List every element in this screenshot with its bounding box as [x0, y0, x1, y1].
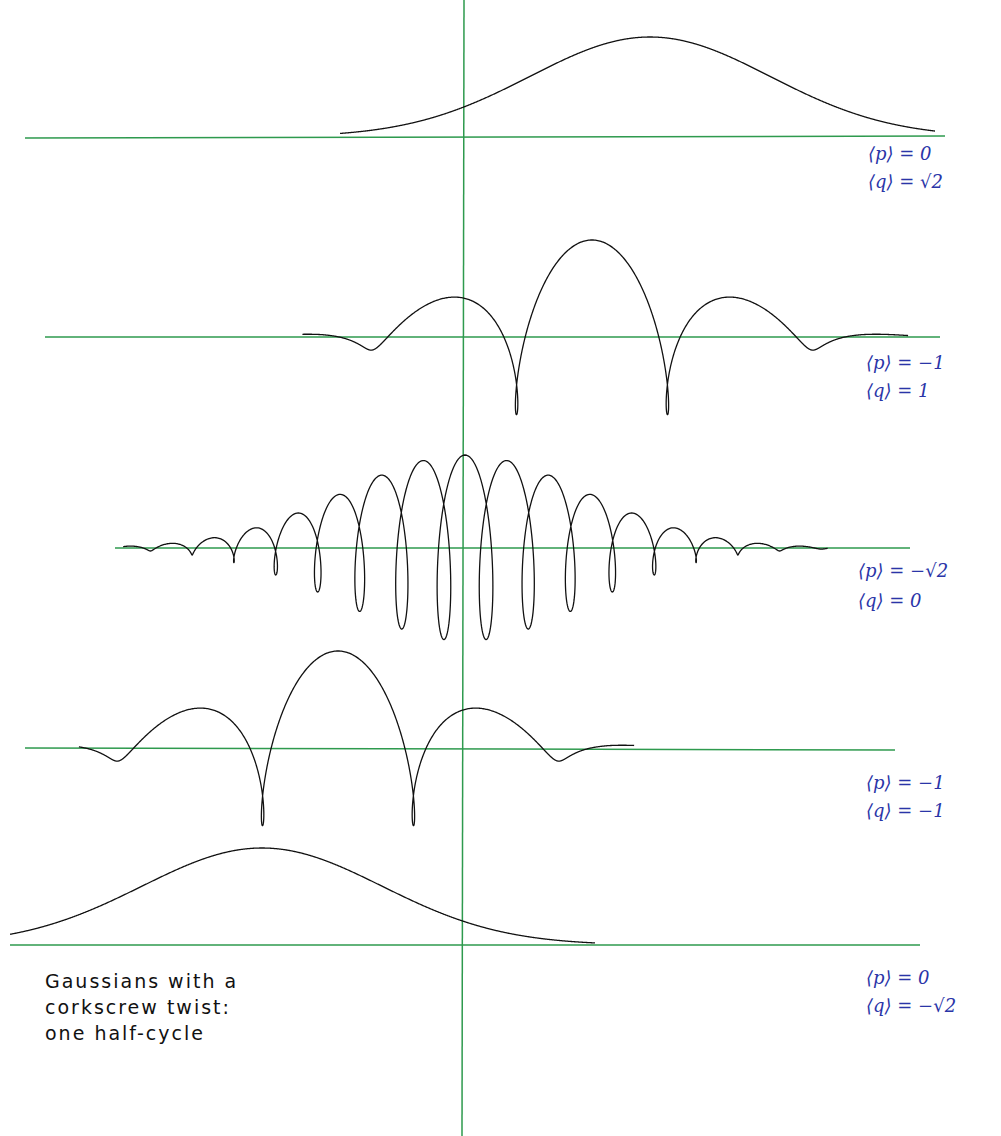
expectation-label: ⟨q⟩ = √2 [868, 171, 943, 193]
wave-packet-curve [123, 455, 827, 640]
horizontal-axis [25, 136, 945, 138]
horizontal-axis [10, 944, 920, 946]
wave-curves [10, 37, 935, 943]
axes [10, 0, 945, 1136]
expectation-label: ⟨q⟩ = −1 [866, 800, 945, 822]
horizontal-axis [45, 336, 940, 338]
expectation-label: ⟨q⟩ = 0 [858, 590, 922, 612]
expectation-label: ⟨p⟩ = −√2 [858, 560, 948, 582]
expectation-label: ⟨p⟩ = −1 [866, 352, 945, 374]
vertical-axis [462, 0, 464, 1136]
wave-packet-curve [79, 651, 634, 826]
wave-packet-curve [10, 848, 595, 943]
expectation-label: ⟨q⟩ = −√2 [866, 995, 956, 1017]
expectation-label: ⟨p⟩ = 0 [868, 143, 932, 165]
wave-packet-curve [340, 37, 935, 133]
expectation-label: ⟨p⟩ = −1 [866, 772, 945, 794]
wave-packet-curve [302, 240, 908, 415]
horizontal-axis [25, 748, 895, 750]
expectation-label: ⟨q⟩ = 1 [866, 380, 930, 402]
caption: Gaussians with a corkscrew twist: one ha… [45, 968, 245, 1046]
expectation-label: ⟨p⟩ = 0 [866, 967, 930, 989]
